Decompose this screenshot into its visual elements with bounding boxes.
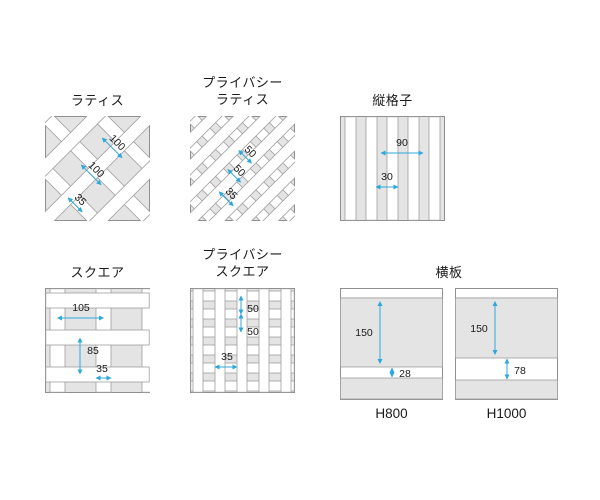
privacy-square-title: プライバシー スクエア — [175, 246, 310, 280]
lattice-graphic: 100 100 35 — [45, 116, 150, 221]
dimension-pitch-a: 50 — [238, 295, 259, 315]
dimension-pitch-b: 50 — [238, 313, 259, 338]
dimension-pitch-horizontal: 105 — [57, 302, 104, 321]
dimension-label: 150 — [470, 323, 488, 335]
privacy-square-title-line2: スクエア — [215, 264, 270, 279]
vertical-slats-strips — [344, 116, 441, 221]
dimension-strip-width: 35 — [214, 351, 238, 370]
dimension-label: 105 — [72, 302, 90, 314]
dimension-gap: 28 — [389, 367, 411, 380]
dimension-label: 50 — [247, 326, 259, 338]
dimension-label: 50 — [247, 303, 259, 315]
privacy-lattice-graphic: 50 50 35 — [190, 116, 295, 221]
vertical-slats-title: 縦格子 — [372, 93, 413, 108]
vertical-slats-graphic: 90 30 — [340, 116, 445, 221]
h1000-board-lower — [455, 379, 558, 400]
dimension-label: 35 — [96, 363, 108, 375]
dimension-strip-width: 30 — [375, 171, 399, 190]
dimension-label: 150 — [355, 327, 373, 339]
h800-label: H800 — [375, 406, 408, 421]
privacy-square-title-line1: プライバシー — [202, 247, 283, 262]
h1000-label: H1000 — [486, 406, 527, 421]
dimension-label: 35 — [221, 351, 233, 363]
dimension-board-height: 150 — [355, 301, 383, 364]
dimension-label: 85 — [87, 345, 99, 357]
square-strips — [45, 288, 150, 393]
privacy-lattice-title-line2: ラティス — [215, 92, 270, 107]
horizontal-boards-h1000-graphic: 150 78 — [455, 288, 558, 400]
square-title: スクエア — [70, 265, 125, 280]
dimension-label: 90 — [396, 137, 408, 149]
dimension-label: 78 — [514, 365, 526, 377]
h1000-board-upper — [455, 297, 558, 359]
privacy-lattice-title-line1: プライバシー — [202, 75, 283, 90]
lattice-title: ラティス — [70, 93, 125, 108]
privacy-lattice-title: プライバシー ラティス — [175, 74, 310, 108]
square-graphic: 105 85 35 — [45, 288, 150, 393]
privacy-square-graphic: 50 50 35 — [190, 288, 295, 393]
horizontal-boards-h800-graphic: 150 28 — [340, 288, 443, 400]
dimension-label: 30 — [381, 171, 393, 183]
dimension-strip-width: 35 — [95, 363, 112, 381]
dimension-gap: 78 — [504, 358, 526, 380]
horizontal-boards-title: 横板 — [435, 265, 463, 280]
h800-board-lower — [340, 377, 443, 400]
dimension-label: 28 — [399, 368, 411, 380]
dimension-pitch-vertical: 85 — [77, 337, 99, 375]
dimension-board-height: 150 — [470, 301, 498, 355]
dimension-pitch: 90 — [380, 137, 424, 156]
h800-board-upper — [340, 297, 443, 368]
